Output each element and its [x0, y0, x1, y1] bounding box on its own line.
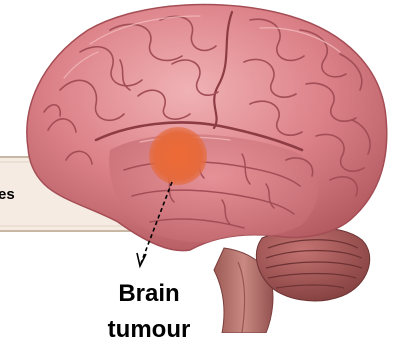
- cerebellum: [256, 228, 369, 301]
- callout-label: es: [0, 187, 15, 202]
- tumour-label-line-2: tumour: [84, 318, 214, 342]
- tumour-marker: [149, 127, 207, 185]
- tumour-label-line-1: Brain: [84, 282, 214, 306]
